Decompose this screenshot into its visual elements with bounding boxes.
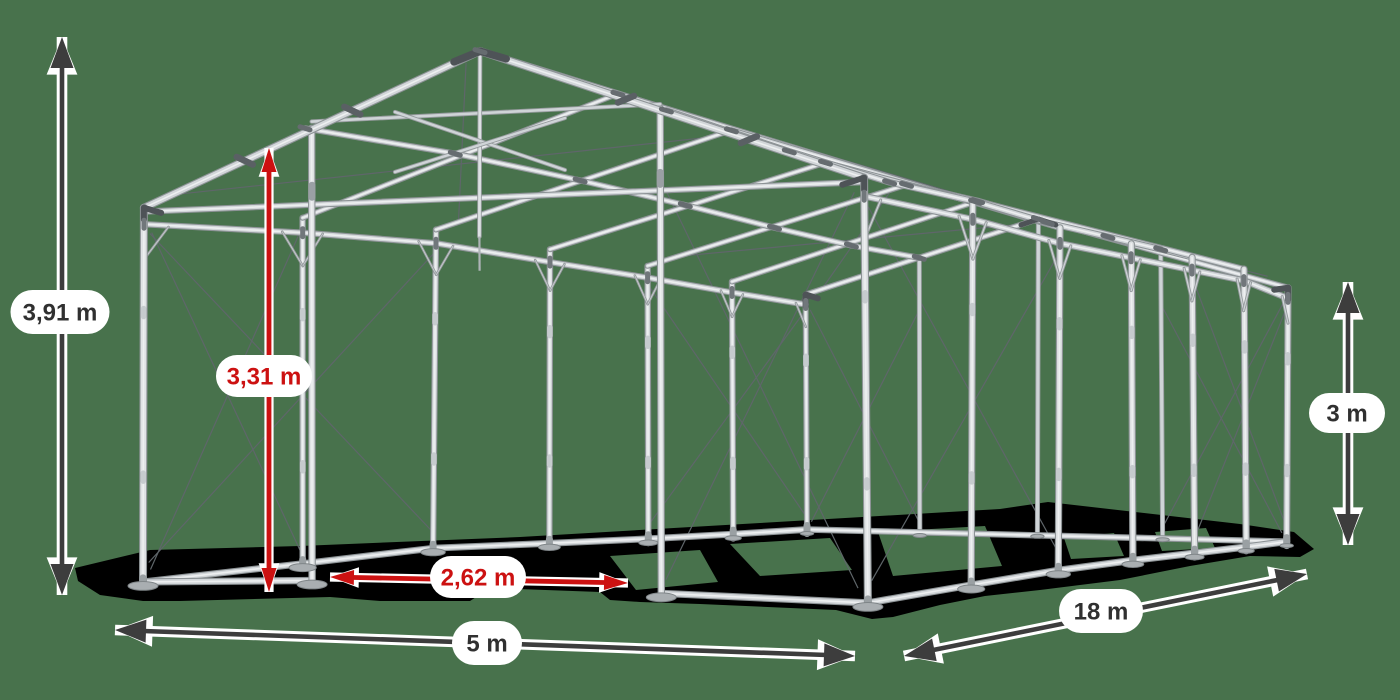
svg-text:5 m: 5 m <box>466 631 507 658</box>
svg-text:2,62 m: 2,62 m <box>441 565 516 592</box>
svg-text:18 m: 18 m <box>1074 599 1129 626</box>
svg-text:3,91 m: 3,91 m <box>23 300 98 327</box>
svg-text:3 m: 3 m <box>1326 401 1367 428</box>
svg-text:3,31 m: 3,31 m <box>227 364 302 391</box>
